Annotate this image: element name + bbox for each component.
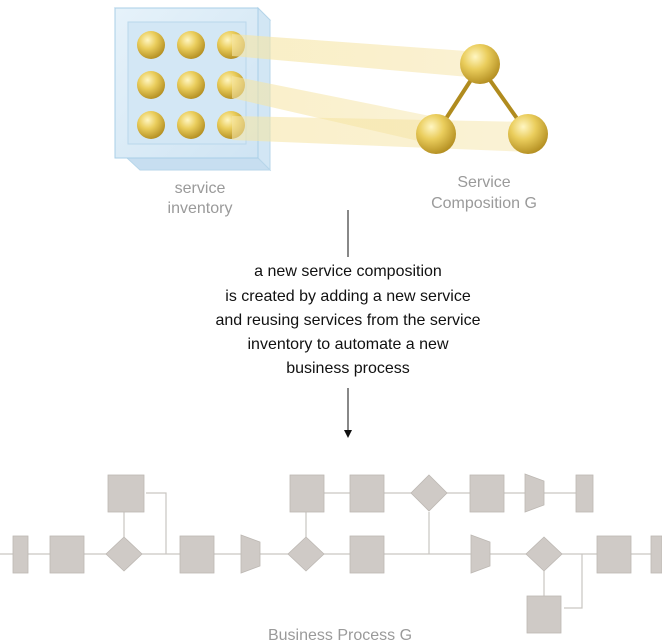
transition-text-line-3: and reusing services from the service: [216, 312, 481, 329]
inventory-label-line1: service: [175, 180, 226, 197]
inventory-sphere-grid: [137, 31, 245, 139]
process-decision-2: [287, 536, 325, 572]
flow-line-branch3-loop: [564, 554, 583, 609]
process-label: Business Process G: [268, 627, 412, 643]
composition-service-sphere-right: [508, 114, 548, 154]
transition-text-line-4: inventory to automate a new: [247, 336, 448, 353]
transition-text-line-5: business process: [286, 360, 410, 377]
process-task-2: [179, 535, 215, 574]
inventory-service-sphere: [177, 71, 205, 99]
connector-arrowhead: [344, 430, 352, 438]
process-manual-task-upper: [524, 473, 545, 513]
flow-line-branch1-top: [146, 492, 167, 554]
process-decision-3: [525, 536, 563, 572]
process-task-edge-left: [12, 535, 29, 574]
composition-service-sphere-top: [460, 44, 500, 84]
inventory-service-sphere: [177, 111, 205, 139]
reuse-beam-top: [232, 34, 480, 78]
inventory-service-sphere: [137, 31, 165, 59]
process-decision-1: [105, 536, 143, 572]
process-task-3: [349, 535, 385, 574]
inventory-label-line2: inventory: [168, 200, 233, 217]
transition-text: a new service composition is created by …: [216, 263, 481, 377]
process-task-edge-right: [650, 535, 662, 574]
process-task-upper-3: [469, 474, 505, 513]
process-task-upper-2: [349, 474, 385, 513]
reuse-beam-bottom: [232, 116, 530, 152]
process-decision-upper: [410, 474, 448, 512]
composition-service-sphere-left: [416, 114, 456, 154]
composition-label-line1: Service: [457, 174, 510, 191]
process-flow-lines: [0, 492, 662, 609]
process-task-branch-1: [107, 474, 145, 513]
process-task-4: [596, 535, 632, 574]
process-manual-task-1: [240, 534, 261, 574]
inventory-service-sphere: [137, 111, 165, 139]
transition-text-line-1: a new service composition: [254, 263, 442, 280]
service-composition-g: [416, 44, 548, 154]
transition-text-line-2: is created by adding a new service: [225, 288, 471, 305]
composition-label-line2: Composition G: [431, 195, 537, 212]
process-task-branch-3: [526, 595, 562, 634]
service-inventory: [113, 6, 272, 172]
process-manual-task-2: [470, 534, 491, 574]
inventory-box-bottom: [125, 157, 272, 171]
reuse-beams: [232, 34, 530, 152]
inventory-service-sphere: [137, 71, 165, 99]
inventory-service-sphere: [177, 31, 205, 59]
process-task-upper-1: [289, 474, 325, 513]
business-process-g: [0, 473, 662, 634]
process-task-upper-4: [575, 474, 594, 513]
process-task-1: [49, 535, 85, 574]
